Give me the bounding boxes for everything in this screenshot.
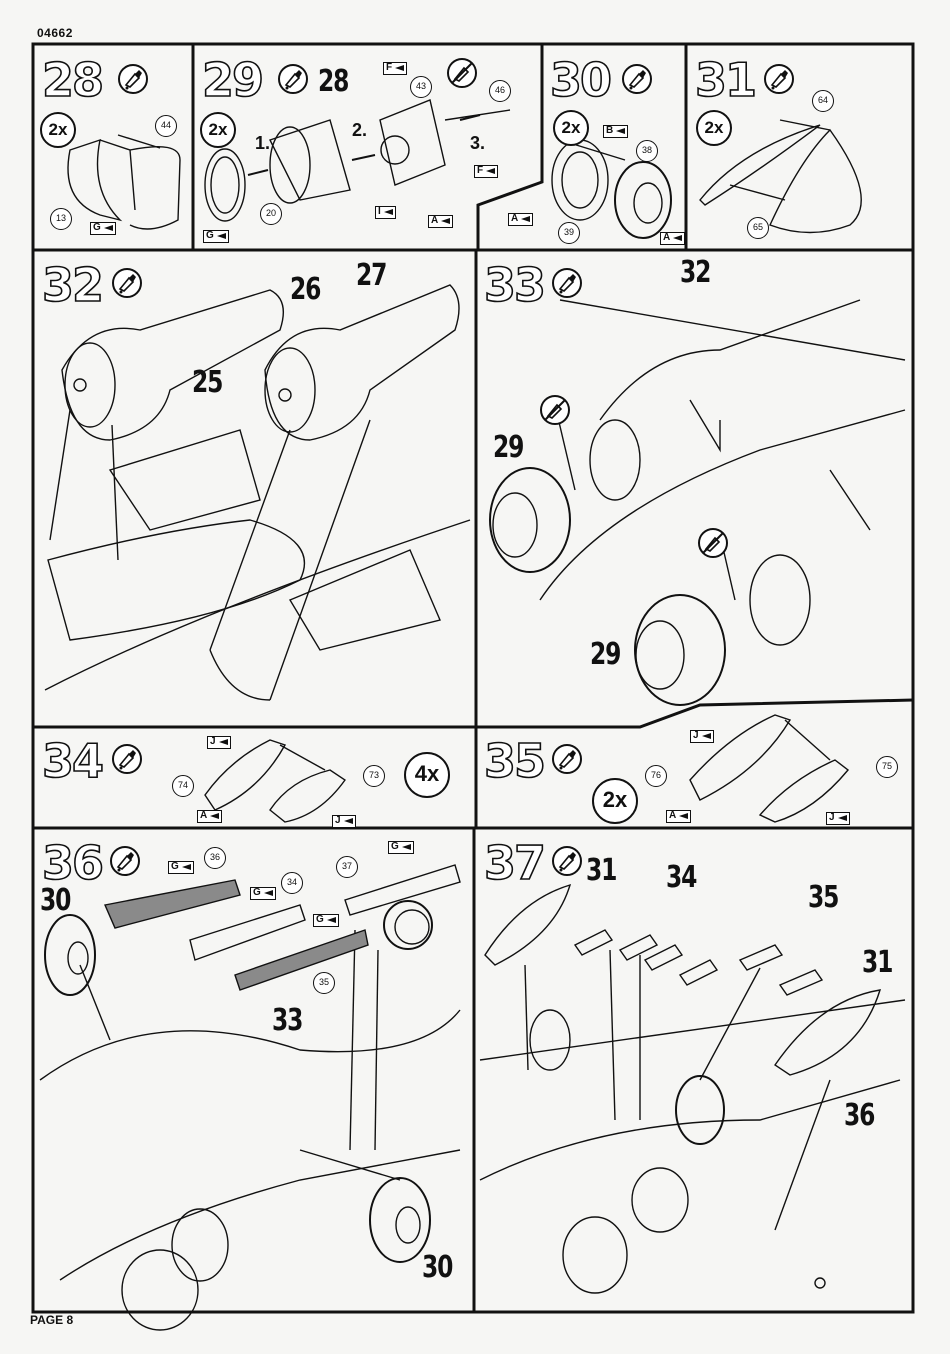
glue-tube-icon [112, 268, 142, 298]
no-glue-icon [698, 528, 728, 558]
step-number: 34 [42, 738, 102, 784]
sprue-label: A [428, 215, 453, 228]
part-number: 74 [172, 775, 194, 797]
multiplier-badge: 2x [553, 110, 589, 146]
sprue-label: A [508, 213, 533, 226]
sprue-label: F [383, 62, 407, 75]
part-number: 65 [747, 217, 769, 239]
sprue-label: G [388, 841, 414, 854]
step-number: 30 [550, 57, 610, 103]
glue-tube-icon [552, 268, 582, 298]
step33-drawing [490, 300, 905, 705]
substep-label: 2. [352, 120, 367, 141]
multiplier-badge: 2x [696, 110, 732, 146]
part-number: 76 [645, 765, 667, 787]
part-callout: 33 [272, 1003, 302, 1038]
sprue-label: J [207, 736, 231, 749]
multiplier-badge: 2x [200, 112, 236, 148]
sprue-label: J [332, 815, 356, 828]
step34-drawing [205, 740, 345, 822]
part-callout: 34 [666, 860, 696, 895]
part-callout: 35 [808, 880, 838, 915]
part-callout: 29 [493, 430, 523, 465]
sprue-label: J [826, 812, 850, 825]
part-number: 73 [363, 765, 385, 787]
part-callout: 30 [40, 883, 70, 918]
part-callout: 29 [590, 637, 620, 672]
part-callout: 28 [318, 64, 348, 99]
step36-drawing [40, 865, 460, 1330]
glue-tube-icon [112, 744, 142, 774]
part-callout: 26 [290, 272, 320, 307]
step-number: 29 [202, 57, 262, 103]
part-callout: 25 [192, 365, 222, 400]
multiplier-badge: 4x [404, 752, 450, 798]
glue-tube-icon [110, 846, 140, 876]
sprue-label: G [313, 914, 339, 927]
sprue-label: A [666, 810, 691, 823]
part-number: 13 [50, 208, 72, 230]
step-number: 37 [484, 840, 544, 886]
glue-tube-icon [552, 744, 582, 774]
sprue-label: A [197, 810, 222, 823]
no-glue-icon [447, 58, 477, 88]
part-callout: 27 [356, 258, 386, 293]
part-number: 36 [204, 847, 226, 869]
part-number: 75 [876, 756, 898, 778]
substep-label: 1. [255, 133, 270, 154]
step-number: 36 [42, 840, 102, 886]
sprue-label: G [203, 230, 229, 243]
step28-drawing [68, 135, 180, 229]
part-callout: 31 [862, 945, 892, 980]
part-number: 38 [636, 140, 658, 162]
step-number: 28 [42, 57, 102, 103]
sprue-label: J [690, 730, 714, 743]
multiplier-badge: 2x [592, 778, 638, 824]
sprue-label: G [250, 887, 276, 900]
step-number: 35 [484, 738, 544, 784]
part-number: 46 [489, 80, 511, 102]
step-number: 31 [695, 57, 755, 103]
multiplier-badge: 2x [40, 112, 76, 148]
glue-tube-icon [552, 846, 582, 876]
part-number: 35 [313, 972, 335, 994]
part-number: 39 [558, 222, 580, 244]
glue-tube-icon [118, 64, 148, 94]
part-number: 20 [260, 203, 282, 225]
step32-drawing [45, 285, 470, 700]
sprue-label: G [168, 861, 194, 874]
part-callout: 36 [844, 1098, 874, 1133]
sprue-label: A [660, 232, 685, 245]
step-number: 33 [484, 262, 544, 308]
sprue-label: F [474, 165, 498, 178]
no-glue-icon [540, 395, 570, 425]
substep-label: 3. [470, 133, 485, 154]
part-number: 64 [812, 90, 834, 112]
part-number: 44 [155, 115, 177, 137]
part-callout: 32 [680, 255, 710, 290]
glue-tube-icon [278, 64, 308, 94]
part-callout: 31 [586, 853, 616, 888]
glue-tube-icon [764, 64, 794, 94]
step29-drawing [205, 100, 510, 221]
step37-drawing [480, 885, 905, 1293]
sprue-label: G [90, 222, 116, 235]
part-callout: 30 [422, 1250, 452, 1285]
glue-tube-icon [622, 64, 652, 94]
part-number: 43 [410, 76, 432, 98]
part-number: 37 [336, 856, 358, 878]
step-number: 32 [42, 262, 102, 308]
part-number: 34 [281, 872, 303, 894]
sprue-label: I [375, 206, 396, 219]
sprue-label: B [603, 125, 628, 138]
step35-drawing [690, 715, 848, 822]
